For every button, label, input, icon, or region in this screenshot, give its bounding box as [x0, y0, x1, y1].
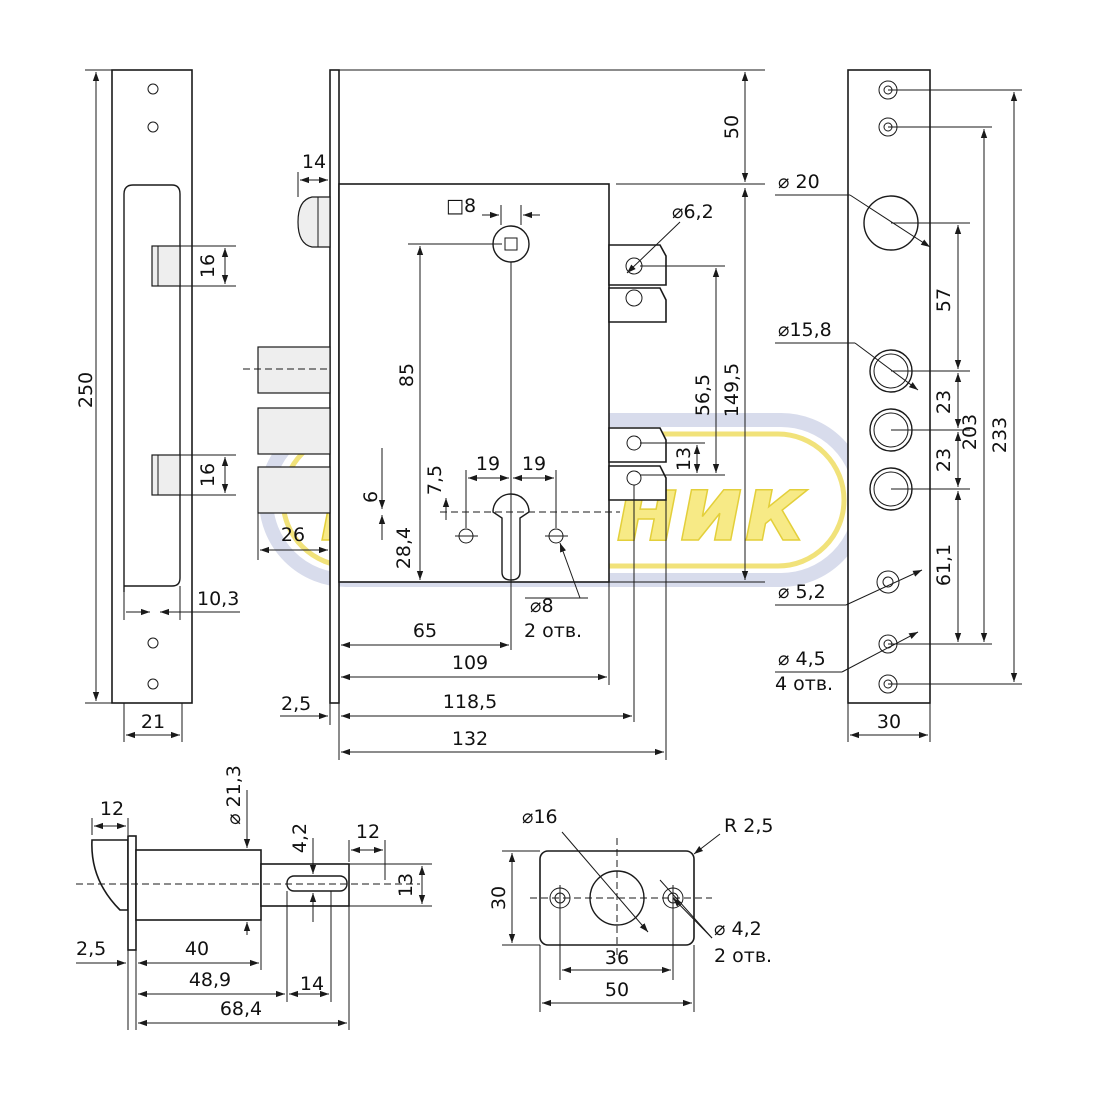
dim-bolt-12-a: 12 [100, 798, 124, 820]
label-d4-5-count: 4 отв. [775, 673, 833, 695]
dim-23-a: 23 [933, 390, 955, 414]
bolt-window-bottom [151, 454, 181, 496]
lock-front-plate [329, 69, 340, 704]
dim-7-5: 7,5 [424, 465, 446, 495]
faceplate-right-outline [847, 69, 931, 704]
label-d5-2: ⌀ 5,2 [778, 581, 826, 603]
dim-16-top: 16 [197, 254, 219, 278]
dim-132: 132 [452, 728, 488, 750]
dim-6: 6 [360, 491, 382, 503]
bolt-detail: 12 ⌀ 21,3 4,2 12 13 2,5 40 48,9 14 68,4 [76, 765, 432, 1030]
deadbolt-bottom [257, 466, 331, 514]
dim-203: 203 [959, 414, 981, 450]
dim-85: 85 [396, 363, 418, 387]
dim-233: 233 [989, 417, 1011, 453]
bolt-window-top [151, 245, 181, 287]
latch-housing-bottom [608, 427, 667, 463]
faceplate-right: 57 23 23 61,1 203 233 ⌀ 20 ⌀15,8 ⌀ 5,2 ⌀… [775, 69, 1022, 742]
dim-250: 250 [75, 372, 97, 408]
dim-50: 50 [721, 115, 743, 139]
dim-16-bottom: 16 [197, 463, 219, 487]
dim-bolt-40: 40 [185, 938, 209, 960]
dim-10-3: 10,3 [197, 588, 239, 610]
dim-bolt-4-2: 4,2 [289, 823, 311, 853]
lock-body: 50 149,5 56,5 13 ⌀6,2 □8 85 19 19 [243, 69, 765, 760]
dim-bolt-21-3: ⌀ 21,3 [223, 765, 245, 825]
dim-latch-14: 14 [302, 151, 326, 173]
bolt-cylinder [135, 849, 262, 921]
dim-26: 26 [281, 524, 305, 546]
strike-plate: 36 50 30 ⌀16 R 2,5 ⌀ 4,2 2 отв. [488, 806, 773, 1012]
dim-bolt-13: 13 [395, 873, 417, 897]
dim-strike-30: 30 [488, 886, 510, 910]
deadbolt-middle [257, 407, 331, 455]
latch-housing-top [608, 244, 667, 286]
latch [297, 196, 331, 248]
label-spindle-square: □8 [446, 195, 476, 217]
dim-23-b: 23 [933, 448, 955, 472]
dim-109: 109 [452, 652, 488, 674]
dim-bolt-2-5: 2,5 [76, 938, 106, 960]
deadbolt-top [257, 346, 331, 394]
dim-bolt-48-9: 48,9 [189, 969, 231, 991]
dim-56-5: 56,5 [692, 374, 714, 416]
faceplate-left-outline [111, 69, 193, 704]
label-hole-6-2: ⌀6,2 [672, 201, 714, 223]
label-d4-5: ⌀ 4,5 [778, 648, 826, 670]
dim-19-right: 19 [522, 453, 546, 475]
dim-bolt-14: 14 [300, 973, 324, 995]
dim-65: 65 [413, 620, 437, 642]
bolt-tail [260, 863, 350, 907]
dim-57: 57 [933, 288, 955, 312]
label-hole-8: ⌀8 [530, 595, 554, 617]
dim-21: 21 [141, 711, 165, 733]
dim-13: 13 [673, 447, 695, 471]
dim-118-5: 118,5 [443, 691, 497, 713]
dim-plate-2-5: 2,5 [281, 693, 311, 715]
faceplate-left-slot [123, 184, 181, 592]
faceplate-left-hole [147, 121, 159, 133]
dim-30: 30 [877, 711, 901, 733]
label-strike-r2-5: R 2,5 [724, 815, 773, 837]
label-strike-d16: ⌀16 [522, 806, 558, 828]
dim-strike-50: 50 [605, 979, 629, 1001]
dim-19-left: 19 [476, 453, 500, 475]
dim-28-4: 28,4 [393, 527, 415, 569]
label-strike-d4-2-count: 2 отв. [714, 945, 772, 967]
dim-61-1: 61,1 [933, 544, 955, 586]
label-hole-8-count: 2 отв. [524, 620, 582, 642]
faceplate-left: 250 16 16 10,3 21 [75, 69, 240, 742]
label-d20: ⌀ 20 [778, 171, 820, 193]
cylinder-cutout [492, 493, 530, 581]
faceplate-left-hole [147, 83, 159, 95]
dim-strike-36: 36 [605, 947, 629, 969]
faceplate-left-hole [147, 637, 159, 649]
dim-bolt-68-4: 68,4 [220, 998, 262, 1020]
dim-bolt-12-b: 12 [356, 821, 380, 843]
dim-149-5: 149,5 [721, 363, 743, 417]
label-strike-d4-2: ⌀ 4,2 [714, 918, 762, 940]
faceplate-left-hole [147, 678, 159, 690]
label-d15-8: ⌀15,8 [778, 319, 832, 341]
